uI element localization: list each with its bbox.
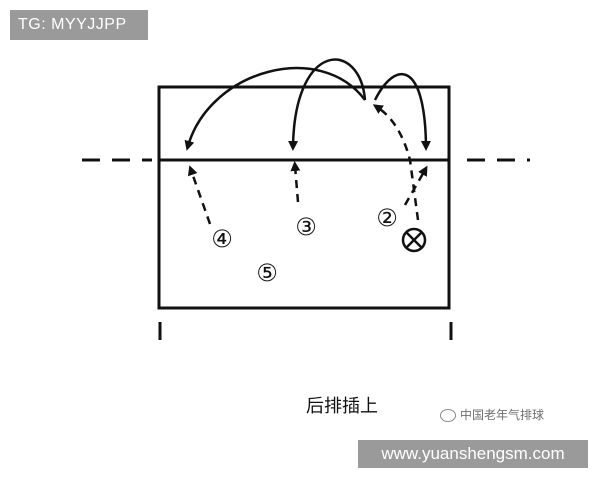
trajectory-to-left <box>184 66 366 151</box>
dashed-arrow-setter-right <box>403 165 428 206</box>
dashed-arrow-setter-left <box>372 104 420 221</box>
brand-watermark: 中国老年气排球 <box>440 406 544 423</box>
player-4-marker: ④ <box>211 225 233 253</box>
circled-x-icon <box>401 227 427 253</box>
player-3-marker: ③ <box>295 213 317 241</box>
court-boundary <box>157 85 451 310</box>
url-watermark: www.yuanshengsm.com <box>358 440 588 468</box>
chat-bubble-icon <box>440 409 456 422</box>
tg-watermark: TG: MYYJJPP <box>10 10 148 40</box>
player-5-marker: ⑤ <box>256 259 278 287</box>
trajectory-to-right <box>373 72 431 151</box>
brand-watermark-text: 中国老年气排球 <box>460 408 545 422</box>
player-2-marker: ② <box>376 204 398 232</box>
diagram-caption: 后排插上 <box>306 396 378 417</box>
dashed-arrow-player-4 <box>187 165 212 225</box>
dashed-arrow-player-3 <box>290 161 301 203</box>
trajectory-to-middle <box>288 58 367 151</box>
